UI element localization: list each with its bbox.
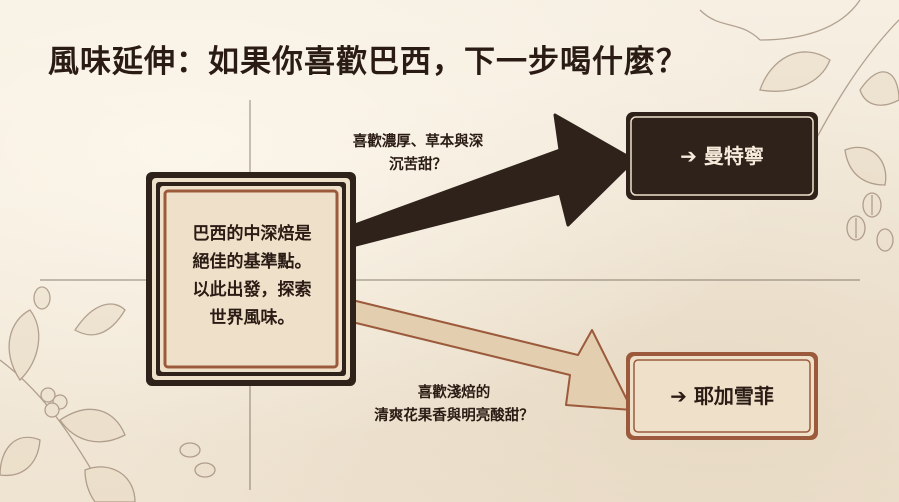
question-bottom-line: 清爽花果香與明亮酸甜？ (374, 408, 534, 424)
question-top-line: 沉苦甜？ (389, 157, 447, 173)
result-label-mandheling: ➔ 曼特寧 (680, 144, 764, 168)
page-title: 風味延伸：如果你喜歡巴西，下一步喝什麼？ (48, 44, 688, 80)
center-line: 絕佳的基準點。 (192, 252, 312, 272)
question-top-line: 喜歡濃厚、草本與深 (352, 134, 484, 150)
center-box (146, 172, 356, 386)
result-box-mandheling (626, 112, 818, 200)
arrow-to-yirgacheffe (351, 299, 633, 411)
center-line: 巴西的中深焙是 (192, 224, 312, 244)
center-statement: 巴西的中深焙是 絕佳的基準點。 以此出發，探索 世界風味。 (168, 220, 336, 332)
arrow-to-mandheling (350, 113, 636, 248)
question-bottom-line: 喜歡淺焙的 (417, 385, 491, 401)
question-top: 喜歡濃厚、草本與深 沉苦甜？ (330, 131, 506, 177)
center-line: 以此出發，探索 (192, 280, 312, 300)
result-label-yirgacheffe: ➔ 耶加雪菲 (670, 384, 774, 408)
center-line: 世界風味。 (209, 308, 295, 328)
question-bottom: 喜歡淺焙的 清爽花果香與明亮酸甜？ (330, 382, 578, 428)
result-box-yirgacheffe (626, 352, 818, 440)
